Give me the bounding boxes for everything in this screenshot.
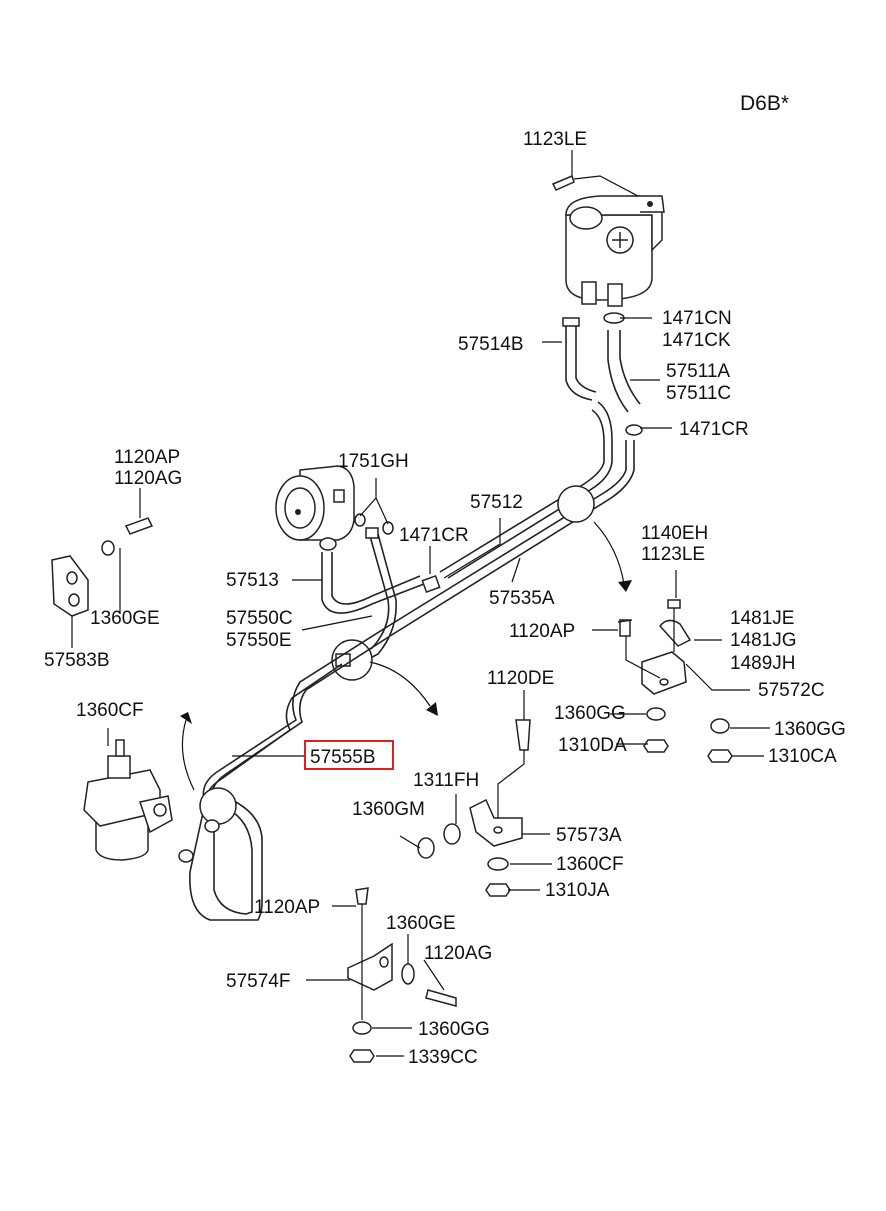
hose-57513 [319, 537, 441, 614]
clamp-b [382, 521, 394, 535]
hose-57514b [562, 317, 597, 401]
label-1123le-top: 1123LE [523, 129, 587, 150]
arrow-up [180, 712, 195, 791]
label-1140eh: 1140EH [641, 523, 708, 544]
label-1360ge-a: 1360GE [90, 608, 160, 629]
arrow-detail-a [369, 661, 438, 716]
label-1120ag-b: 1120AG [424, 943, 492, 964]
label-1471cr-a: 1471CR [679, 419, 749, 440]
washer-1360ge-a [101, 540, 115, 556]
label-57513: 57513 [226, 570, 279, 591]
label-57550e: 57550E [226, 630, 292, 651]
line-57512 [381, 401, 635, 637]
label-1360cf-a: 1360CF [76, 700, 144, 721]
label-1310ca: 1310CA [768, 746, 837, 767]
label-57511a: 57511A [666, 361, 730, 382]
label-57535a: 57535A [489, 588, 555, 609]
bolt-1120ap-b [617, 619, 633, 623]
arrow-detail-b [593, 521, 632, 592]
label-1360ge-b: 1360GE [386, 913, 456, 934]
label-1471cn: 1471CN [662, 308, 732, 329]
label-57573a: 57573A [556, 825, 622, 846]
label-1339cc: 1339CC [408, 1047, 478, 1068]
label-1123le-mid: 1123LE [641, 544, 705, 565]
label-57550c: 57550C [226, 608, 293, 629]
label-1751gh: 1751GH [338, 451, 409, 472]
bolt-1123le-top [551, 174, 639, 197]
label-1311fh: 1311FH [413, 770, 479, 791]
label-1310da: 1310DA [558, 735, 627, 756]
label-57511c: 57511C [666, 383, 731, 404]
steering-gear-box [83, 739, 220, 863]
reservoir-tank [565, 195, 665, 307]
label-1120de: 1120DE [487, 668, 554, 689]
label-57555b: 57555B [310, 747, 376, 768]
label-57572c: 57572C [758, 680, 825, 701]
line-57555b [189, 629, 391, 921]
oil-cooler-1751gh [275, 465, 355, 541]
clip-57583b [51, 517, 154, 617]
label-1120ag-a: 1120AG [114, 468, 182, 489]
label-1360gm: 1360GM [352, 799, 425, 820]
clamp-a [354, 513, 366, 527]
label-1360gg-b: 1360GG [774, 719, 846, 740]
highlight-box-57555b [304, 740, 394, 770]
bolt-1120ap-a [124, 517, 154, 535]
label-1120ap-b: 1120AP [509, 621, 575, 642]
label-57574f: 57574F [226, 971, 290, 992]
hose-57511a [603, 312, 643, 436]
label-1481jg: 1481JG [730, 630, 797, 651]
model-code: D6B* [740, 92, 789, 115]
label-1471ck: 1471CK [662, 330, 731, 351]
label-1471cr-b: 1471CR [399, 525, 469, 546]
leader-lines [71, 150, 770, 1057]
label-1481je: 1481JE [730, 608, 794, 629]
label-1489jh: 1489JH [730, 653, 796, 674]
label-57512: 57512 [470, 492, 523, 513]
label-1120ap-a: 1120AP [114, 447, 180, 468]
label-1310ja: 1310JA [545, 880, 610, 901]
bracket-57573a [417, 719, 531, 897]
label-57514b: 57514B [458, 334, 524, 355]
label-57583b: 57583B [44, 650, 110, 671]
label-1120ap-c: 1120AP [254, 897, 320, 918]
label-1360gg-c: 1360GG [418, 1019, 490, 1040]
label-1360gg-a: 1360GG [554, 703, 626, 724]
label-1360cf-b: 1360CF [556, 854, 624, 875]
bracket-57572c [619, 599, 750, 763]
bracket-57574f [347, 887, 457, 1063]
